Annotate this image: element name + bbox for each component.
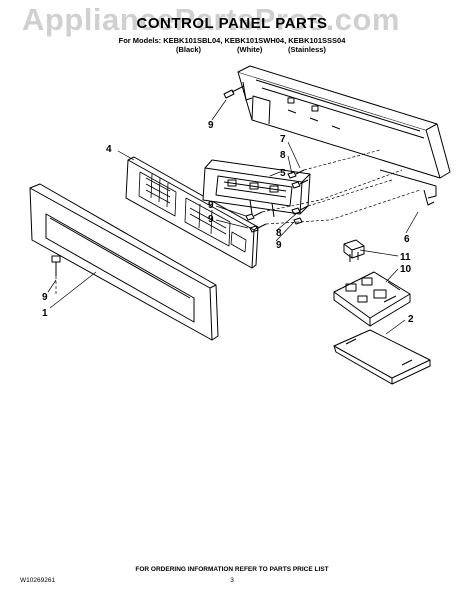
screws — [51, 85, 309, 276]
part-11-connector — [343, 239, 365, 262]
model-numbers: For Models: KEBK101SBL04, KEBK101SWH04, … — [118, 36, 346, 45]
variant-white: (White) — [237, 45, 263, 54]
callout-10: 10 — [400, 264, 412, 275]
callout-2: 2 — [408, 314, 414, 325]
ordering-note: FOR ORDERING INFORMATION REFER TO PARTS … — [135, 566, 329, 573]
callout-8: 8 — [276, 228, 282, 239]
part-2-cover-plate — [333, 329, 431, 385]
callout-7: 7 — [280, 134, 286, 145]
callout-9: 9 — [276, 240, 282, 251]
document-number: W10269261 — [20, 577, 56, 584]
callout-9: 9 — [208, 120, 214, 131]
assembly-lines — [55, 149, 421, 294]
callout-9: 9 — [208, 214, 214, 225]
part-1-trim-frame — [29, 183, 219, 341]
callout-labels: 9 4 7 8 5 9 9 8 9 6 11 10 2 9 1 — [42, 120, 414, 325]
callout-9: 9 — [208, 200, 214, 211]
callout-11: 11 — [400, 252, 411, 263]
page-title: CONTROL PANEL PARTS — [136, 15, 328, 32]
callout-8: 8 — [280, 150, 286, 161]
callout-5: 5 — [280, 168, 286, 179]
callout-9: 9 — [42, 292, 48, 303]
callout-4: 4 — [106, 144, 112, 155]
callout-6: 6 — [404, 234, 410, 245]
part-10-relay-board — [333, 271, 411, 327]
variant-stainless: (Stainless) — [288, 45, 326, 54]
callout-1: 1 — [42, 308, 48, 319]
part-4-control-overlay — [125, 156, 259, 269]
watermark: AppliancePartsPros.com — [22, 2, 400, 37]
part-5-control-board — [202, 159, 311, 218]
part-6-rear-bracket — [237, 65, 451, 206]
page-number: 3 — [230, 577, 234, 584]
leader-lines — [47, 99, 419, 335]
variant-black: (Black) — [176, 45, 202, 54]
